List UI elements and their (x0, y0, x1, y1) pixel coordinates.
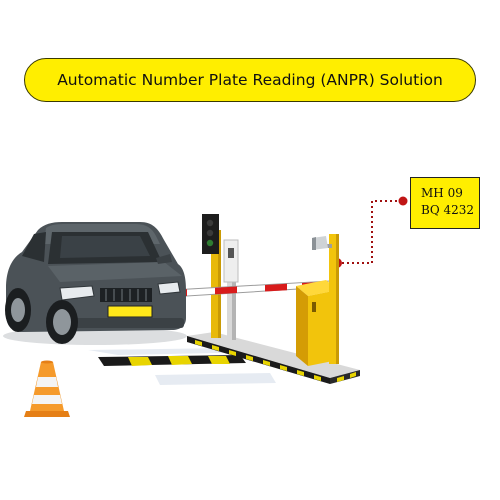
title-banner: Automatic Number Plate Reading (ANPR) So… (24, 58, 476, 102)
title-text: Automatic Number Plate Reading (ANPR) So… (57, 71, 443, 89)
camera-pole (312, 234, 339, 364)
traffic-light-post (202, 214, 221, 338)
plate-readout-line-1: MH 09 (421, 186, 463, 200)
barrier-platform (187, 332, 360, 384)
plate-readout-line-2: BQ 4232 (421, 203, 475, 217)
plate-readout-box: MH 09 BQ 4232 (410, 177, 480, 229)
traffic-cone-icon (24, 360, 70, 417)
car-icon (3, 222, 187, 345)
number-plate (107, 305, 153, 318)
connector-end-dot (398, 196, 408, 206)
connector-line (332, 196, 408, 268)
